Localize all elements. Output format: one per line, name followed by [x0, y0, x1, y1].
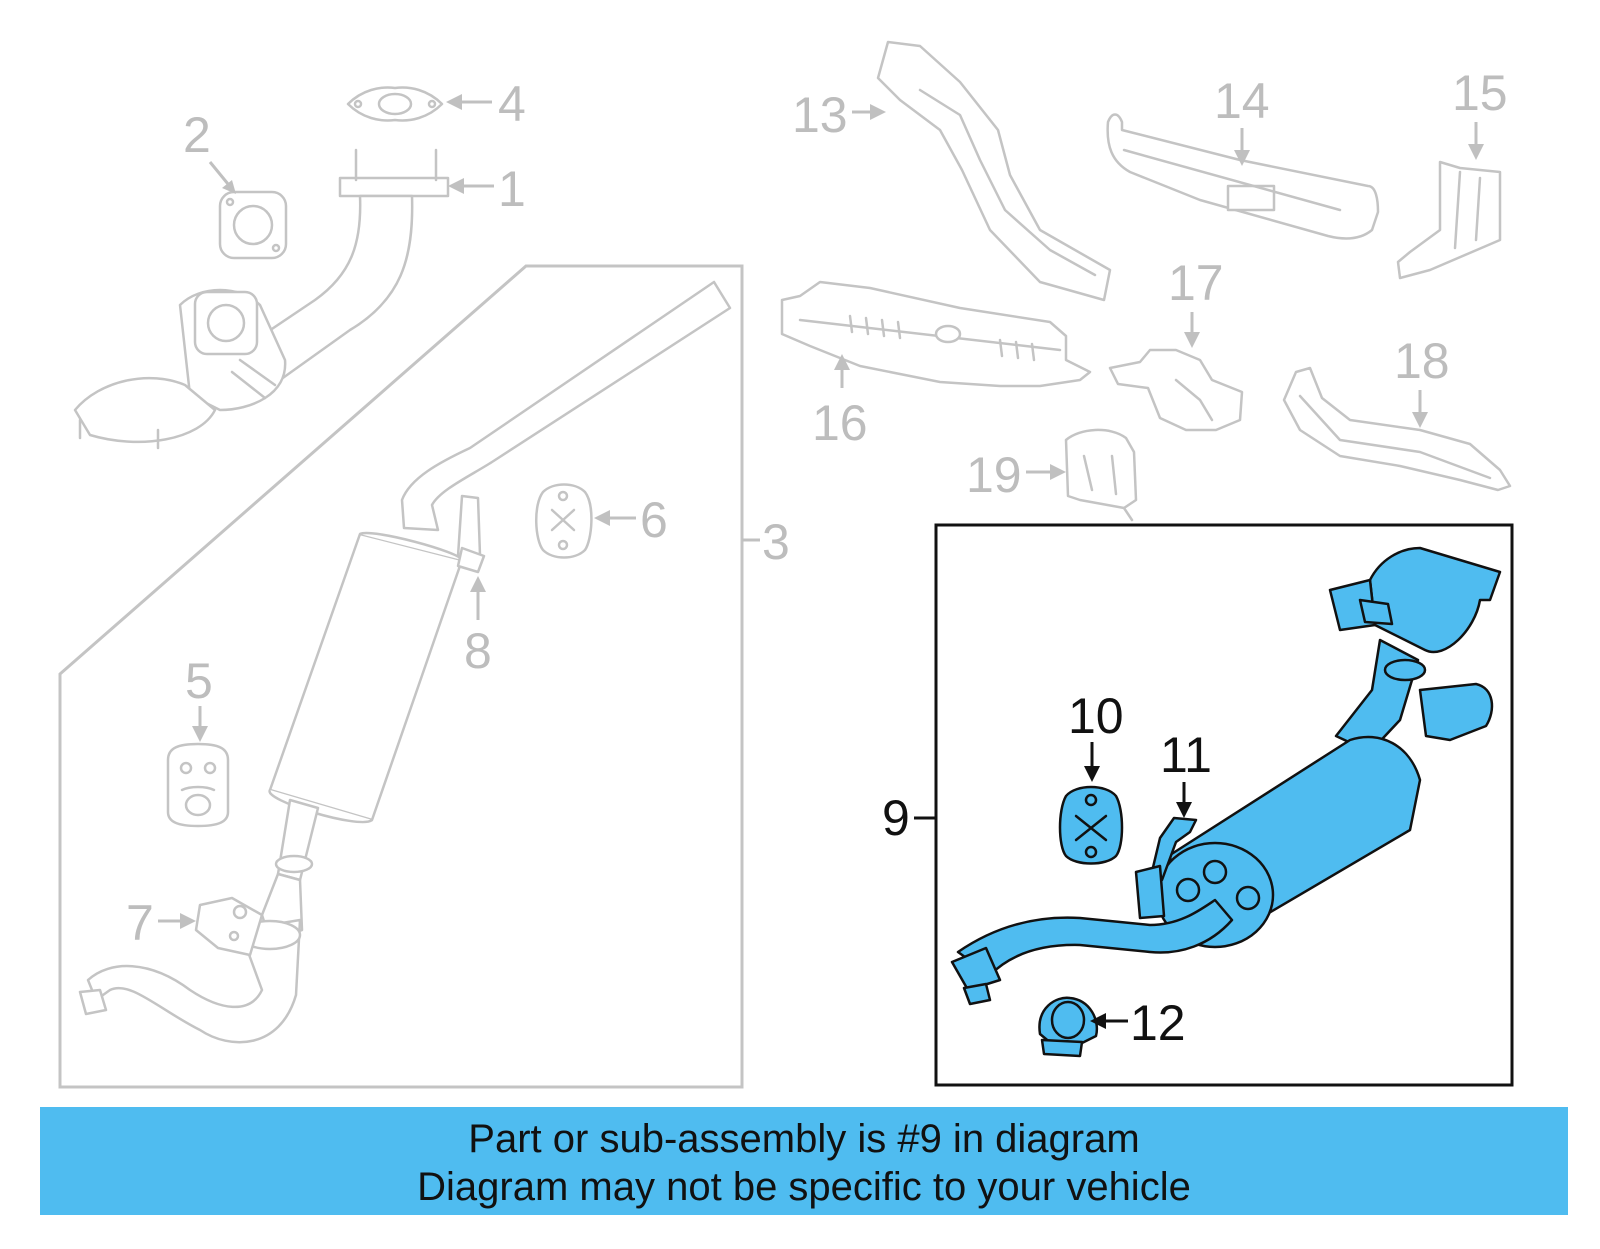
part-2-gasket[interactable] — [218, 190, 288, 260]
svg-text:16: 16 — [812, 395, 868, 451]
svg-text:8: 8 — [464, 623, 492, 679]
callout-9: 9 — [882, 790, 936, 846]
part-18-heat-shield[interactable] — [1282, 366, 1512, 492]
part-9-muffler-assembly[interactable] — [950, 546, 1502, 1006]
part-12-clamp[interactable] — [1038, 996, 1099, 1058]
callout-7: 7 — [126, 895, 196, 951]
part-1-front-pipe[interactable] — [73, 148, 450, 450]
part-17-bracket[interactable] — [1108, 348, 1244, 432]
part-3-assembly-box[interactable] — [58, 264, 744, 1089]
svg-text:14: 14 — [1214, 73, 1270, 129]
part-6-hanger[interactable] — [535, 483, 593, 559]
callout-8: 8 — [464, 576, 492, 679]
part-5-isolator[interactable] — [166, 742, 230, 828]
callout-18: 18 — [1394, 333, 1450, 428]
callout-10: 10 — [1068, 688, 1124, 782]
svg-text:17: 17 — [1168, 255, 1224, 311]
info-banner: Part or sub-assembly is #9 in diagram Di… — [40, 1107, 1568, 1215]
part-9-box — [934, 523, 1514, 1087]
svg-text:15: 15 — [1452, 65, 1508, 121]
banner-line-1: Part or sub-assembly is #9 in diagram — [468, 1117, 1140, 1161]
svg-text:11: 11 — [1160, 727, 1212, 783]
callout-12: 12 — [1090, 995, 1186, 1051]
svg-text:6: 6 — [640, 492, 668, 548]
callout-16: 16 — [812, 354, 868, 451]
svg-text:1: 1 — [498, 161, 526, 217]
svg-text:5: 5 — [185, 653, 213, 709]
callout-14: 14 — [1214, 73, 1270, 166]
part-19-isolator[interactable] — [1064, 428, 1138, 522]
svg-text:18: 18 — [1394, 333, 1450, 389]
svg-text:7: 7 — [126, 895, 154, 951]
callout-11: 11 — [1160, 727, 1212, 818]
callout-1: 1 — [448, 161, 526, 217]
svg-text:19: 19 — [966, 447, 1022, 503]
svg-text:2: 2 — [183, 107, 211, 163]
callout-15: 15 — [1452, 65, 1508, 160]
callout-4: 4 — [446, 76, 526, 132]
svg-text:3: 3 — [762, 514, 790, 570]
callout-13: 13 — [792, 87, 886, 143]
callout-19: 19 — [966, 447, 1066, 503]
callout-5: 5 — [185, 653, 213, 742]
svg-text:12: 12 — [1130, 995, 1186, 1051]
part-15-bracket[interactable] — [1396, 160, 1502, 280]
callout-3: 3 — [742, 514, 790, 570]
callout-6: 6 — [594, 492, 668, 548]
svg-text:13: 13 — [792, 87, 848, 143]
part-13-heat-shield[interactable] — [876, 40, 1112, 302]
part-14-heat-shield[interactable] — [1106, 113, 1380, 240]
banner-line-2: Diagram may not be specific to your vehi… — [417, 1165, 1191, 1209]
part-10-hanger[interactable] — [1058, 785, 1124, 865]
part-7-bracket[interactable] — [194, 896, 264, 957]
callout-17: 17 — [1168, 255, 1224, 348]
svg-text:9: 9 — [882, 790, 910, 846]
svg-text:10: 10 — [1068, 688, 1124, 744]
svg-text:4: 4 — [498, 76, 526, 132]
part-16-heat-shield[interactable] — [780, 280, 1092, 388]
part-4-gasket[interactable] — [346, 86, 444, 122]
callout-2: 2 — [183, 107, 236, 194]
